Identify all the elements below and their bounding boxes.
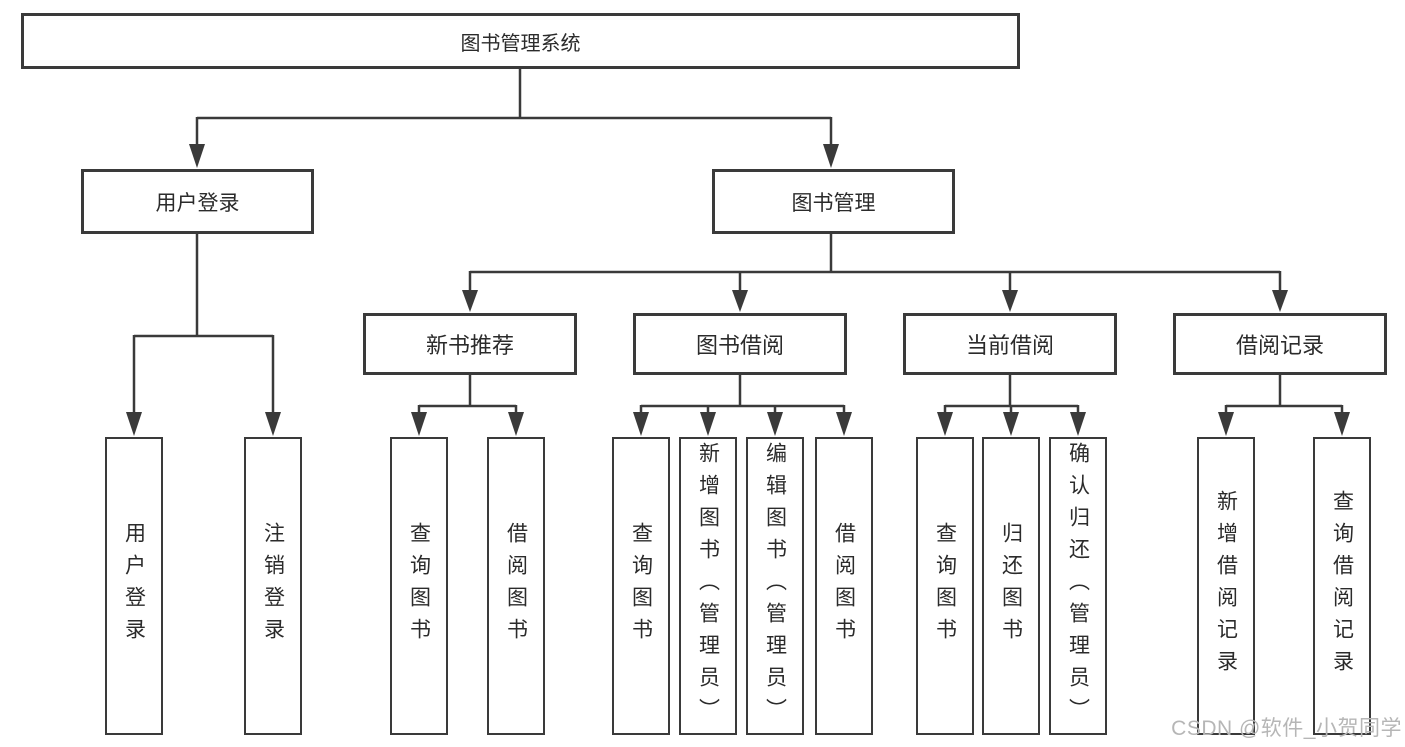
arrow-down-icon xyxy=(1003,412,1019,436)
arrow-down-icon xyxy=(700,412,716,436)
leaf-user-login-label: 用户登录 xyxy=(122,522,146,650)
node-user-login: 用户登录 xyxy=(81,169,314,234)
leaf-logout: 注销登录 xyxy=(244,437,302,735)
leaf-borrow-books-1-label: 借阅图书 xyxy=(504,522,528,650)
leaf-query-books-3: 查询图书 xyxy=(916,437,974,735)
connector-current-to-leaves xyxy=(937,375,1086,436)
node-user-login-label: 用户登录 xyxy=(155,191,240,215)
node-current-borrow-label: 当前借阅 xyxy=(965,333,1054,358)
arrow-down-icon xyxy=(1334,412,1350,436)
arrow-down-icon xyxy=(823,144,839,168)
leaf-edit-books-admin: 编辑图书︵管理员︶ xyxy=(746,437,804,735)
arrow-down-icon xyxy=(767,412,783,436)
node-current-borrow: 当前借阅 xyxy=(903,313,1117,375)
leaf-query-borrow-record-label: 查询借阅记录 xyxy=(1330,490,1354,682)
arrow-down-icon xyxy=(1070,412,1086,436)
leaf-query-books-3-label: 查询图书 xyxy=(933,522,957,650)
connector-newbooks-to-leaves xyxy=(411,375,524,436)
leaf-confirm-return-admin: 确认归还︵管理员︶ xyxy=(1049,437,1107,735)
leaf-add-books-admin-label: 新增图书︵管理员︶ xyxy=(696,442,720,730)
arrow-down-icon xyxy=(1002,290,1018,312)
node-new-book-recommend: 新书推荐 xyxy=(363,313,577,375)
leaf-borrow-books-1: 借阅图书 xyxy=(487,437,545,735)
node-book-borrow: 图书借阅 xyxy=(633,313,847,375)
leaf-add-borrow-record-label: 新增借阅记录 xyxy=(1214,490,1238,682)
arrow-down-icon xyxy=(126,412,142,436)
arrow-down-icon xyxy=(633,412,649,436)
node-book-management: 图书管理 xyxy=(712,169,955,234)
node-book-borrow-label: 图书借阅 xyxy=(695,333,784,358)
connector-records-to-leaves xyxy=(1218,375,1350,436)
leaf-add-books-admin: 新增图书︵管理员︶ xyxy=(679,437,737,735)
arrow-down-icon xyxy=(1272,290,1288,312)
leaf-return-books-label: 归还图书 xyxy=(999,522,1023,650)
arrow-down-icon xyxy=(836,412,852,436)
leaf-add-borrow-record: 新增借阅记录 xyxy=(1197,437,1255,735)
arrow-down-icon xyxy=(265,412,281,436)
leaf-query-borrow-record: 查询借阅记录 xyxy=(1313,437,1371,735)
connector-management-to-level2 xyxy=(462,234,1288,312)
leaf-query-books-1-label: 查询图书 xyxy=(407,522,431,650)
arrow-down-icon xyxy=(189,144,205,168)
connector-login-to-leaves xyxy=(126,234,281,436)
leaf-query-books-2-label: 查询图书 xyxy=(629,522,653,650)
leaf-return-books: 归还图书 xyxy=(982,437,1040,735)
arrow-down-icon xyxy=(732,290,748,312)
connector-borrow-to-leaves xyxy=(633,375,852,436)
node-borrow-records: 借阅记录 xyxy=(1173,313,1387,375)
node-book-management-label: 图书管理 xyxy=(791,191,876,215)
connector-root-to-level1 xyxy=(189,69,839,168)
node-borrow-records-label: 借阅记录 xyxy=(1235,333,1324,358)
leaf-user-login: 用户登录 xyxy=(105,437,163,735)
arrow-down-icon xyxy=(462,290,478,312)
node-new-book-recommend-label: 新书推荐 xyxy=(425,333,514,358)
node-root: 图书管理系统 xyxy=(21,13,1020,69)
leaf-query-books-2: 查询图书 xyxy=(612,437,670,735)
arrow-down-icon xyxy=(508,412,524,436)
leaf-borrow-books-2: 借阅图书 xyxy=(815,437,873,735)
leaf-logout-label: 注销登录 xyxy=(261,522,285,650)
node-root-label: 图书管理系统 xyxy=(460,32,581,55)
arrow-down-icon xyxy=(937,412,953,436)
leaf-edit-books-admin-label: 编辑图书︵管理员︶ xyxy=(763,442,787,730)
arrow-down-icon xyxy=(411,412,427,436)
leaf-query-books-1: 查询图书 xyxy=(390,437,448,735)
leaf-borrow-books-2-label: 借阅图书 xyxy=(832,522,856,650)
arrow-down-icon xyxy=(1218,412,1234,436)
leaf-confirm-return-admin-label: 确认归还︵管理员︶ xyxy=(1066,442,1090,730)
